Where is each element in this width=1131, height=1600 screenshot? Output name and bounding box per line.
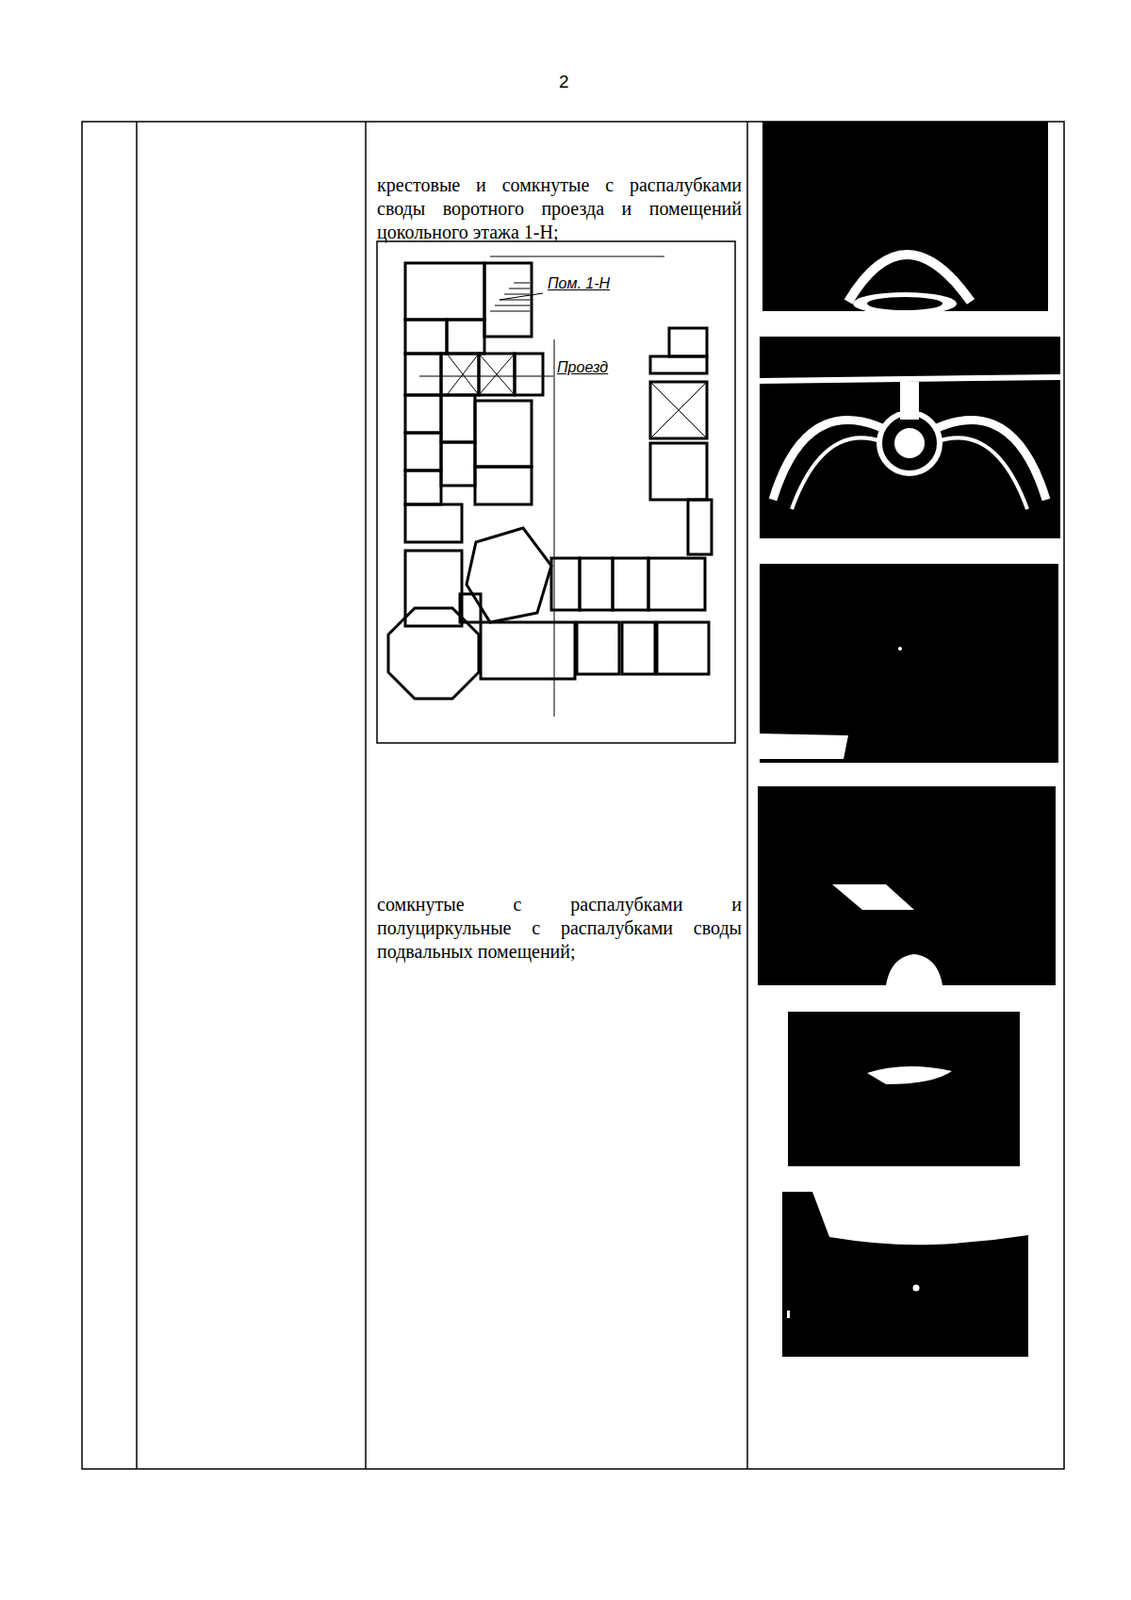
photo-5 <box>787 1011 1020 1166</box>
photo-1 <box>762 121 1049 315</box>
photo-2 <box>759 336 1061 539</box>
plan-callout: Проезд <box>555 359 610 377</box>
table-grid <box>81 121 1065 1469</box>
table-cell-text: сомкнутые с распалубками и полуциркульны… <box>377 892 742 964</box>
photo-6 <box>782 1191 1029 1357</box>
page-number: 2 <box>558 71 570 93</box>
photo-4 <box>757 786 1056 985</box>
table-cell-text: крестовые и сомкнутые с распалубками сво… <box>377 173 742 245</box>
photo-3 <box>759 563 1059 763</box>
floor-plan <box>377 241 736 743</box>
plan-callout: Пом. 1-Н <box>545 275 612 293</box>
